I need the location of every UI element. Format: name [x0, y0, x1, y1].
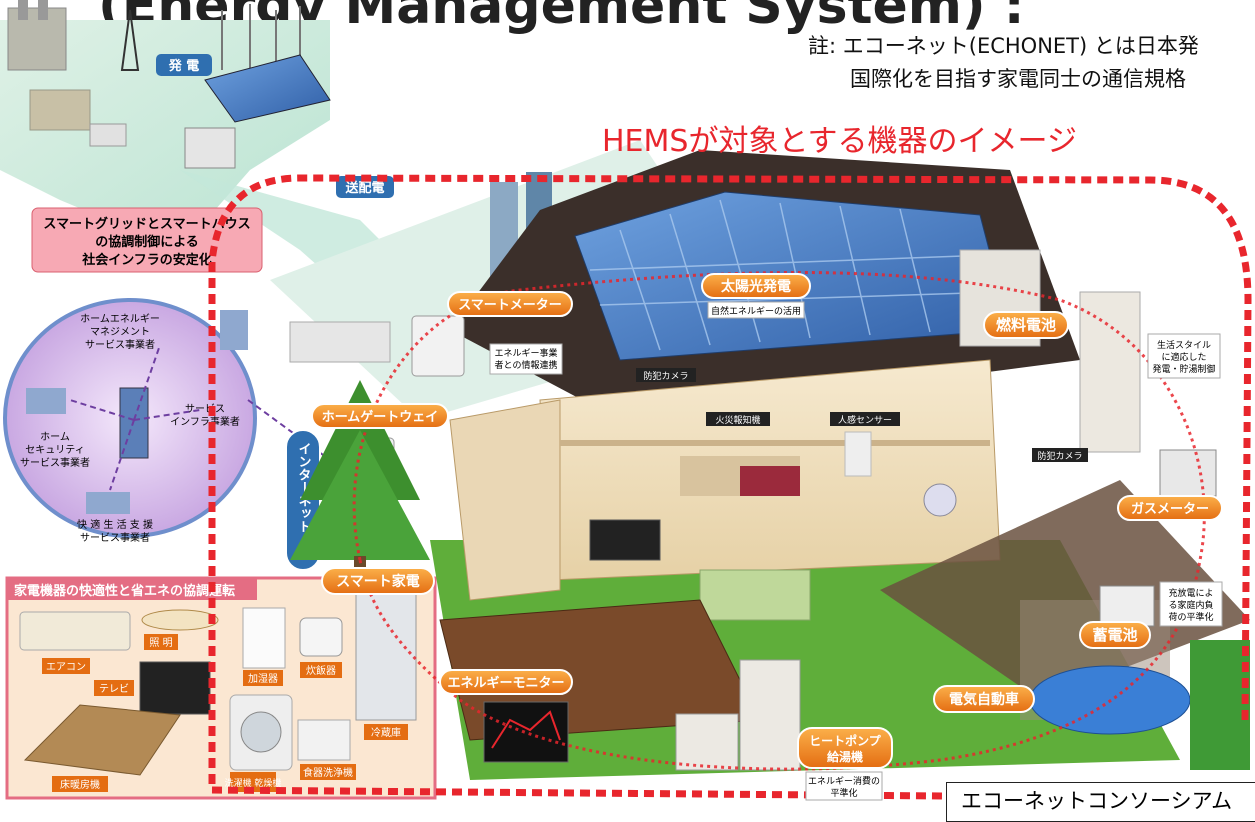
svg-text:スマート家電: スマート家電: [336, 573, 420, 590]
svg-text:る家庭内負: る家庭内負: [1168, 599, 1213, 611]
dishwasher-label: 食器洗浄機: [300, 764, 356, 780]
note-line-1: 註: エコーネット(ECHONET) とは日本発: [808, 34, 1199, 58]
svg-text:火災報知機: 火災報知機: [715, 414, 760, 426]
grid-stabilization-box: スマートグリッドとスマートハウス の協調制御による 社会インフラの安定化: [31, 207, 263, 273]
svg-text:インフラ事業者: インフラ事業者: [170, 415, 240, 428]
svg-text:電気自動車: 電気自動車: [949, 691, 1019, 708]
svg-text:インターネット: インターネット: [296, 442, 312, 533]
label-energy-monitor: エネルギーモニター: [439, 669, 573, 695]
floor-heater-label: 床暖房機: [52, 776, 108, 792]
svg-text:防犯カメラ: 防犯カメラ: [1037, 450, 1082, 462]
label-heat-pump: ヒートポンプ 給湯機 エネルギー消費の 平準化: [797, 727, 893, 801]
svg-text:に適応した: に適応した: [1161, 351, 1206, 363]
svg-text:生活スタイル: 生活スタイル: [1157, 339, 1211, 351]
svg-text:食器洗浄機: 食器洗浄機: [303, 766, 353, 779]
svg-text:自然エネルギーの活用: 自然エネルギーの活用: [711, 305, 801, 317]
svg-text:サービス: サービス: [185, 403, 225, 415]
svg-text:冷蔵庫: 冷蔵庫: [371, 726, 401, 739]
label-home-gateway: ホームゲートウェイ: [311, 403, 449, 429]
light-label: 照 明: [144, 634, 178, 650]
label-fire-alarm: 火災報知機: [706, 412, 770, 426]
label-camera-2: 防犯カメラ: [1032, 448, 1088, 462]
svg-text:サービス事業者: サービス事業者: [85, 338, 155, 351]
svg-text:ホーム: ホーム: [40, 431, 70, 443]
svg-text:サービス事業者: サービス事業者: [20, 456, 90, 469]
svg-text:エネルギーモニター: エネルギーモニター: [447, 675, 564, 691]
svg-text:エネルギー事業: エネルギー事業: [494, 347, 557, 359]
purifier-label: 加湿器: [243, 670, 283, 686]
svg-text:給湯機: 給湯機: [827, 749, 863, 764]
svg-text:蓄電池: 蓄電池: [1092, 626, 1137, 644]
label-gas-meter: ガスメーター: [1117, 495, 1223, 521]
label-solar: 太陽光発電 自然エネルギーの活用: [701, 273, 811, 319]
label-fuel-cell: 燃料電池 生活スタイル に適応した 発電・貯湯制御: [983, 311, 1221, 379]
svg-text:太陽光発電: 太陽光発電: [721, 278, 791, 295]
label-smart-appliance: スマート家電: [321, 567, 435, 595]
svg-text:発 電: 発 電: [168, 58, 200, 74]
svg-text:洗濯機 乾燥機: 洗濯機 乾燥機: [225, 777, 282, 789]
hems-boundary: [208, 174, 1252, 800]
svg-text:平準化: 平準化: [830, 787, 857, 799]
svg-text:エネルギー消費の: エネルギー消費の: [808, 775, 880, 787]
power-generation-area: [0, 0, 331, 250]
svg-text:人感センサー: 人感センサー: [838, 414, 892, 426]
svg-text:者との情報連携: 者との情報連携: [495, 359, 558, 371]
svg-text:スマートメーター: スマートメーター: [458, 298, 562, 313]
svg-text:発電・貯湯制御: 発電・貯湯制御: [1152, 363, 1215, 375]
note-line-2: 国際化を目指す家電同士の通信規格: [850, 67, 1186, 91]
svg-text:荷の平準化: 荷の平準化: [1168, 611, 1213, 623]
svg-text:充放電によ: 充放電によ: [1168, 587, 1213, 599]
svg-text:炊飯器: 炊飯器: [306, 664, 336, 677]
label-ev: 電気自動車: [933, 685, 1035, 713]
svg-text:サービス事業者: サービス事業者: [80, 531, 150, 544]
svg-text:床暖房機: 床暖房機: [60, 778, 100, 791]
svg-text:ガスメーター: ガスメーター: [1131, 502, 1209, 517]
svg-text:ホームゲートウェイ: ホームゲートウェイ: [322, 409, 439, 425]
echonet-note: 註: エコーネット(ECHONET) とは日本発 国際化を目指す家電同士の通信規…: [808, 30, 1199, 96]
label-motion-sensor: 人感センサー: [830, 412, 900, 426]
label-smart-meter: スマートメーター エネルギー事業 者との情報連携: [447, 291, 573, 375]
svg-text:社会インフラの安定化: 社会インフラの安定化: [81, 252, 212, 268]
label-camera-1: 防犯カメラ: [636, 368, 696, 382]
appliance-panel: 家電機器の快適性と省エネの協調運転: [5, 576, 437, 800]
svg-text:スマートグリッドとスマートハウス: スマートグリッドとスマートハウス: [43, 216, 250, 232]
svg-text:ヒートポンプ: ヒートポンプ: [809, 733, 882, 748]
svg-text:セキュリティ: セキュリティ: [25, 444, 84, 456]
fridge-label: 冷蔵庫: [364, 724, 408, 740]
svg-text:マネジメント: マネジメント: [90, 326, 150, 338]
generation-label: 発 電: [156, 54, 212, 76]
aircon-label: エアコン: [42, 658, 90, 674]
svg-text:照 明: 照 明: [149, 637, 172, 649]
svg-text:家電機器の快適性と省エネの協調運転: 家電機器の快適性と省エネの協調運転: [14, 583, 235, 599]
label-battery: 蓄電池 充放電によ る家庭内負 荷の平準化: [1079, 581, 1223, 649]
service-provider-network: ホームエネルギー マネジメント サービス事業者 ホーム セキュリティ サービス事…: [3, 298, 331, 544]
svg-text:快 適 生 活 支 援: 快 適 生 活 支 援: [77, 518, 153, 531]
svg-text:防犯カメラ: 防犯カメラ: [643, 370, 688, 382]
svg-text:加湿器: 加湿器: [248, 673, 278, 685]
svg-text:燃料電池: 燃料電池: [996, 316, 1056, 334]
appliance-labels: エアコン 照 明 加湿器 炊飯器 冷蔵庫 テレビ 洗濯機 乾燥機 食器洗浄機 床…: [42, 634, 408, 792]
tv-label: テレビ: [94, 680, 134, 696]
rice-cooker-label: 炊飯器: [300, 662, 342, 678]
svg-text:テレビ: テレビ: [99, 683, 129, 695]
svg-text:エアコン: エアコン: [46, 662, 86, 673]
svg-text:の協調制御による: の協調制御による: [95, 234, 199, 250]
diagram-title: HEMSが対象とする機器のイメージ: [602, 124, 1077, 159]
svg-text:ホームエネルギー: ホームエネルギー: [80, 313, 160, 325]
device-link-ring: [352, 271, 1206, 771]
svg-text:送配電: 送配電: [344, 180, 384, 196]
source-credit: エコーネットコンソーシアム: [946, 782, 1255, 822]
